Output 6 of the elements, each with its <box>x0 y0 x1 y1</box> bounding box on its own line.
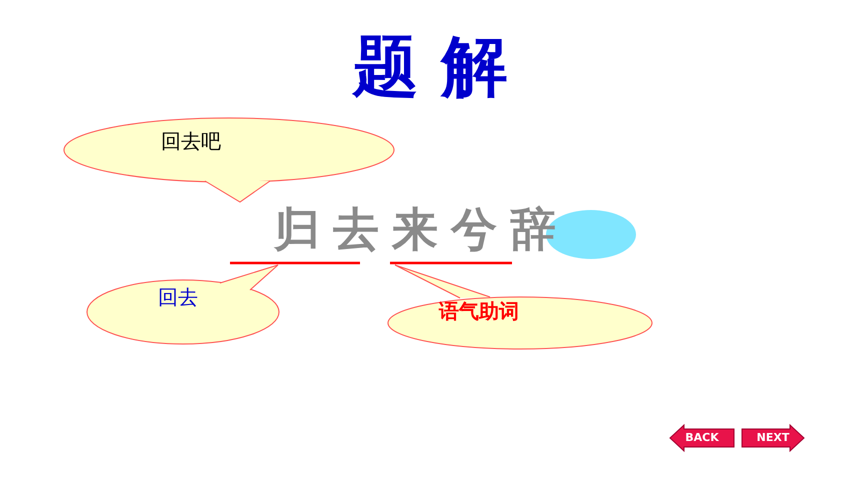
bubble-text: 语气助词 <box>439 301 519 321</box>
back-button: BACK <box>670 425 734 451</box>
next-button: NEXT <box>742 425 804 451</box>
bubble-text: 回去吧 <box>161 131 221 151</box>
title: 题 解 <box>351 34 508 100</box>
bubble-text: 回去 <box>158 287 198 307</box>
